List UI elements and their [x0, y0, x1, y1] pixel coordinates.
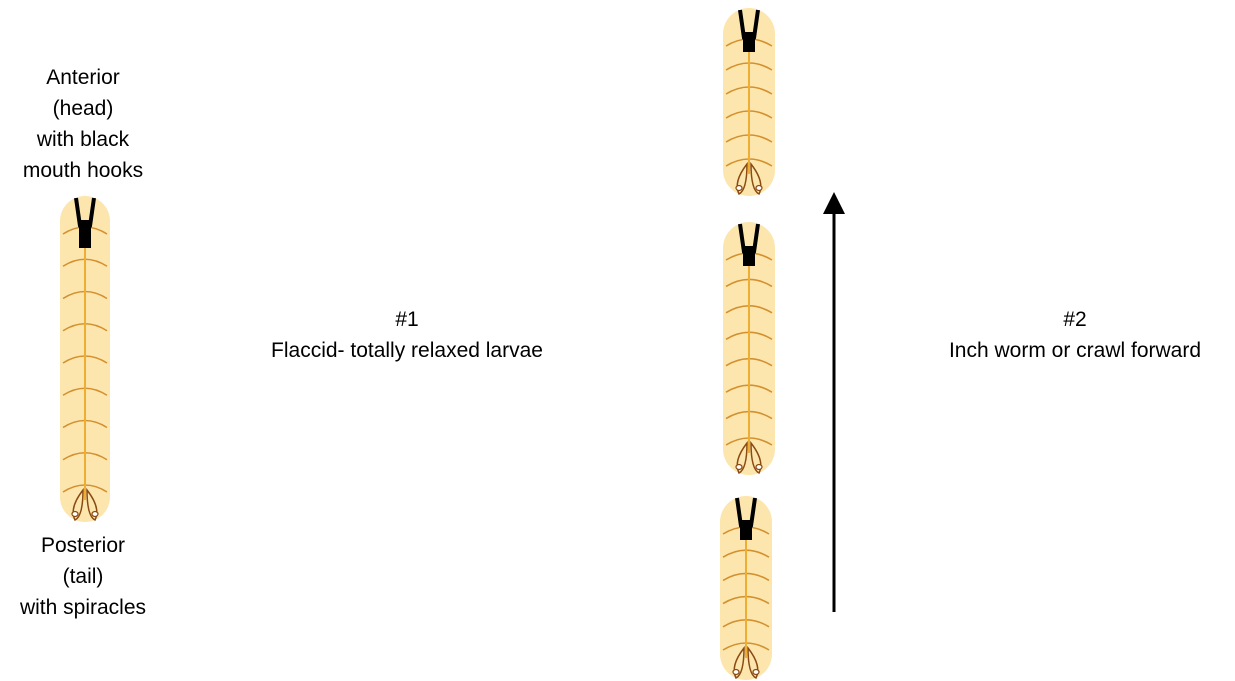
larva-icon — [723, 222, 775, 475]
posterior-label: Posterior (tail) with spiracles — [2, 530, 164, 623]
larva-icon — [723, 8, 775, 196]
anterior-label: Anterior (head) with black mouth hooks — [2, 62, 164, 186]
anterior-label-line: mouth hooks — [2, 155, 164, 186]
anterior-label-line: (head) — [2, 93, 164, 124]
state-2-label: #2 Inch worm or crawl forward — [890, 304, 1235, 366]
posterior-label-line: (tail) — [2, 561, 164, 592]
state-1-label: #1 Flaccid- totally relaxed larvae — [222, 304, 592, 366]
larva-icon — [60, 196, 110, 522]
anterior-label-line: with black — [2, 124, 164, 155]
state-1-description: Flaccid- totally relaxed larvae — [222, 335, 592, 366]
larva-icon — [720, 496, 772, 680]
state-2-description: Inch worm or crawl forward — [890, 335, 1235, 366]
arrow-head — [823, 192, 845, 214]
posterior-label-line: with spiracles — [2, 592, 164, 623]
state-2-number: #2 — [890, 304, 1235, 335]
posterior-label-line: Posterior — [2, 530, 164, 561]
anterior-label-line: Anterior — [2, 62, 164, 93]
state-1-number: #1 — [222, 304, 592, 335]
